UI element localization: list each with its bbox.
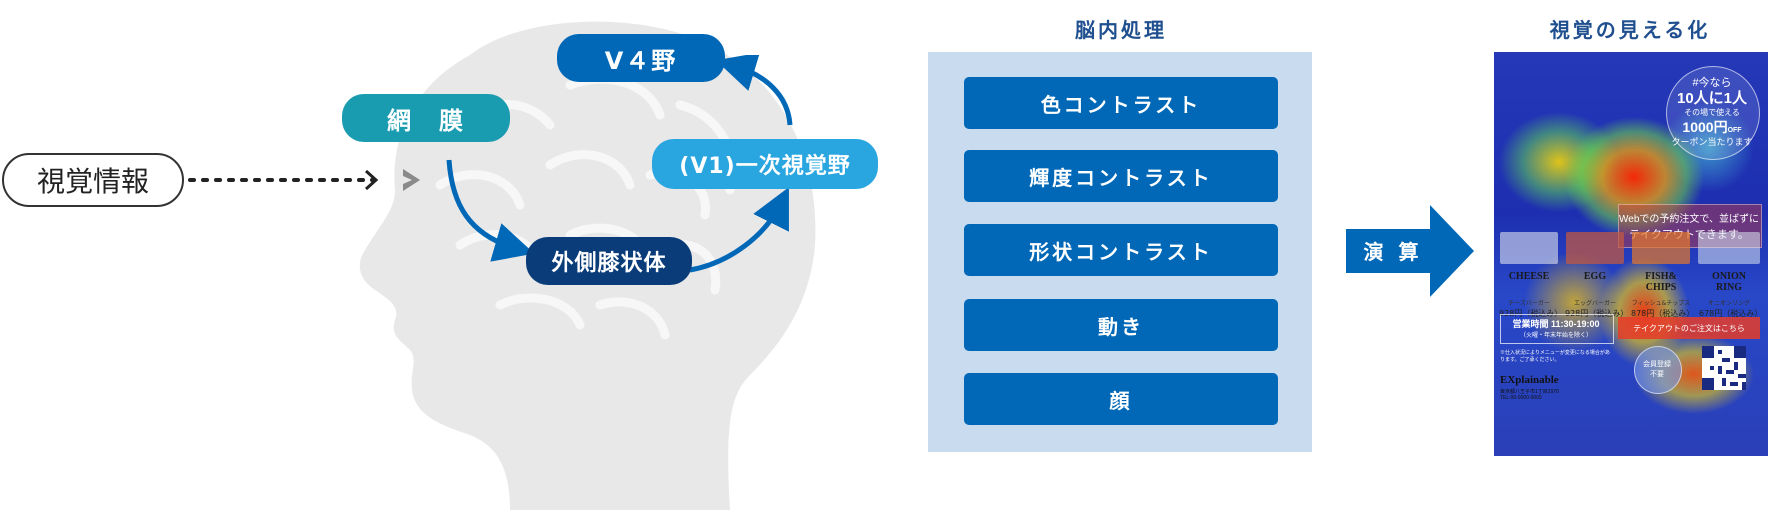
compute-label: 演 算 — [1363, 240, 1423, 264]
process-luminance-contrast: 輝度コントラスト — [964, 150, 1278, 202]
brand-tel: TEL:00-0000-0000 — [1500, 395, 1542, 401]
menu-sub-egg: エッグバーガー — [1573, 300, 1616, 307]
processing-title: 脳内処理 — [1075, 18, 1167, 42]
menu-sub-onion: オニオンリング — [1707, 300, 1750, 307]
v1-node: (V1)一次視覚野 — [652, 139, 878, 189]
brand-address: 東京都八王子市1丁目2970 — [1500, 389, 1559, 395]
takeout-order-button[interactable]: テイクアウトのご注文はこちら — [1618, 317, 1760, 339]
hours-box — [1500, 314, 1614, 344]
menu-price-egg: 928円（税込み） — [1565, 309, 1629, 318]
process-color-contrast: 色コントラスト — [964, 77, 1278, 129]
menu-photo-onion — [1698, 232, 1760, 264]
retina-node: 網 膜 — [342, 94, 510, 142]
member-badge — [1634, 346, 1682, 394]
menu-name-egg: EGG — [1583, 271, 1607, 282]
badge-line2: 10人に1人 — [1676, 90, 1748, 107]
member-line1: 会員登録 — [1643, 361, 1671, 368]
menu-price-cheese: 928円（税込み） — [1499, 309, 1563, 318]
compute-arrow — [1346, 205, 1474, 297]
coupon-badge — [1666, 66, 1760, 160]
process-shape-contrast: 形状コントラスト — [964, 224, 1278, 276]
result-title: 視覚の見える化 — [1549, 18, 1711, 42]
web-order-line1: Webでの予約注文で、並ばずに — [1619, 214, 1759, 225]
badge-line3: その場で使える — [1684, 108, 1740, 117]
dotted-arrow — [188, 169, 420, 191]
member-line2: 不要 — [1650, 371, 1664, 378]
menu-sub-fish: フィッシュ&チップス — [1631, 300, 1691, 307]
menu-sub-cheese: チーズバーガー — [1508, 300, 1550, 307]
menu-name-onion: ONION RING — [1712, 271, 1746, 293]
menu-price-onion: 678円（税込み） — [1699, 309, 1763, 318]
menu-price-fish: 878円（税込み） — [1631, 309, 1695, 318]
lgn-node: 外側膝状体 — [526, 237, 692, 285]
menu-photo-cheese — [1500, 232, 1558, 264]
notice-text: ※仕入状況によりメニューが変更になる場合があります。ご了承ください。 — [1500, 350, 1610, 363]
menu-photo-fish — [1632, 232, 1690, 264]
heatmap-poster: #今なら 10人に1人 その場で使える 1000円OFF クーポン当たります W… — [1494, 52, 1768, 456]
visual-info-label: 視覚情報 — [2, 153, 184, 207]
badge-line5: クーポン当たります — [1671, 137, 1753, 147]
brand-name: EXplainable — [1500, 374, 1559, 386]
badge-line1: #今なら — [1692, 77, 1732, 89]
menu-photo-egg — [1566, 232, 1624, 264]
v4-node: V４野 — [557, 34, 725, 82]
hours-note: （火曜・年末年始を除く） — [1519, 333, 1592, 339]
hours-label: 営業時間 11:30-19:00 — [1512, 319, 1600, 329]
badge-line4: 1000円OFF — [1682, 119, 1742, 135]
menu-name-fish: FISH& CHIPS — [1645, 271, 1677, 293]
pathway-arrows — [446, 55, 793, 273]
menu-name-cheese: CHEESE — [1508, 271, 1550, 282]
qr-code — [1702, 346, 1746, 390]
process-motion: 動き — [964, 299, 1278, 351]
process-face: 顔 — [964, 373, 1278, 425]
